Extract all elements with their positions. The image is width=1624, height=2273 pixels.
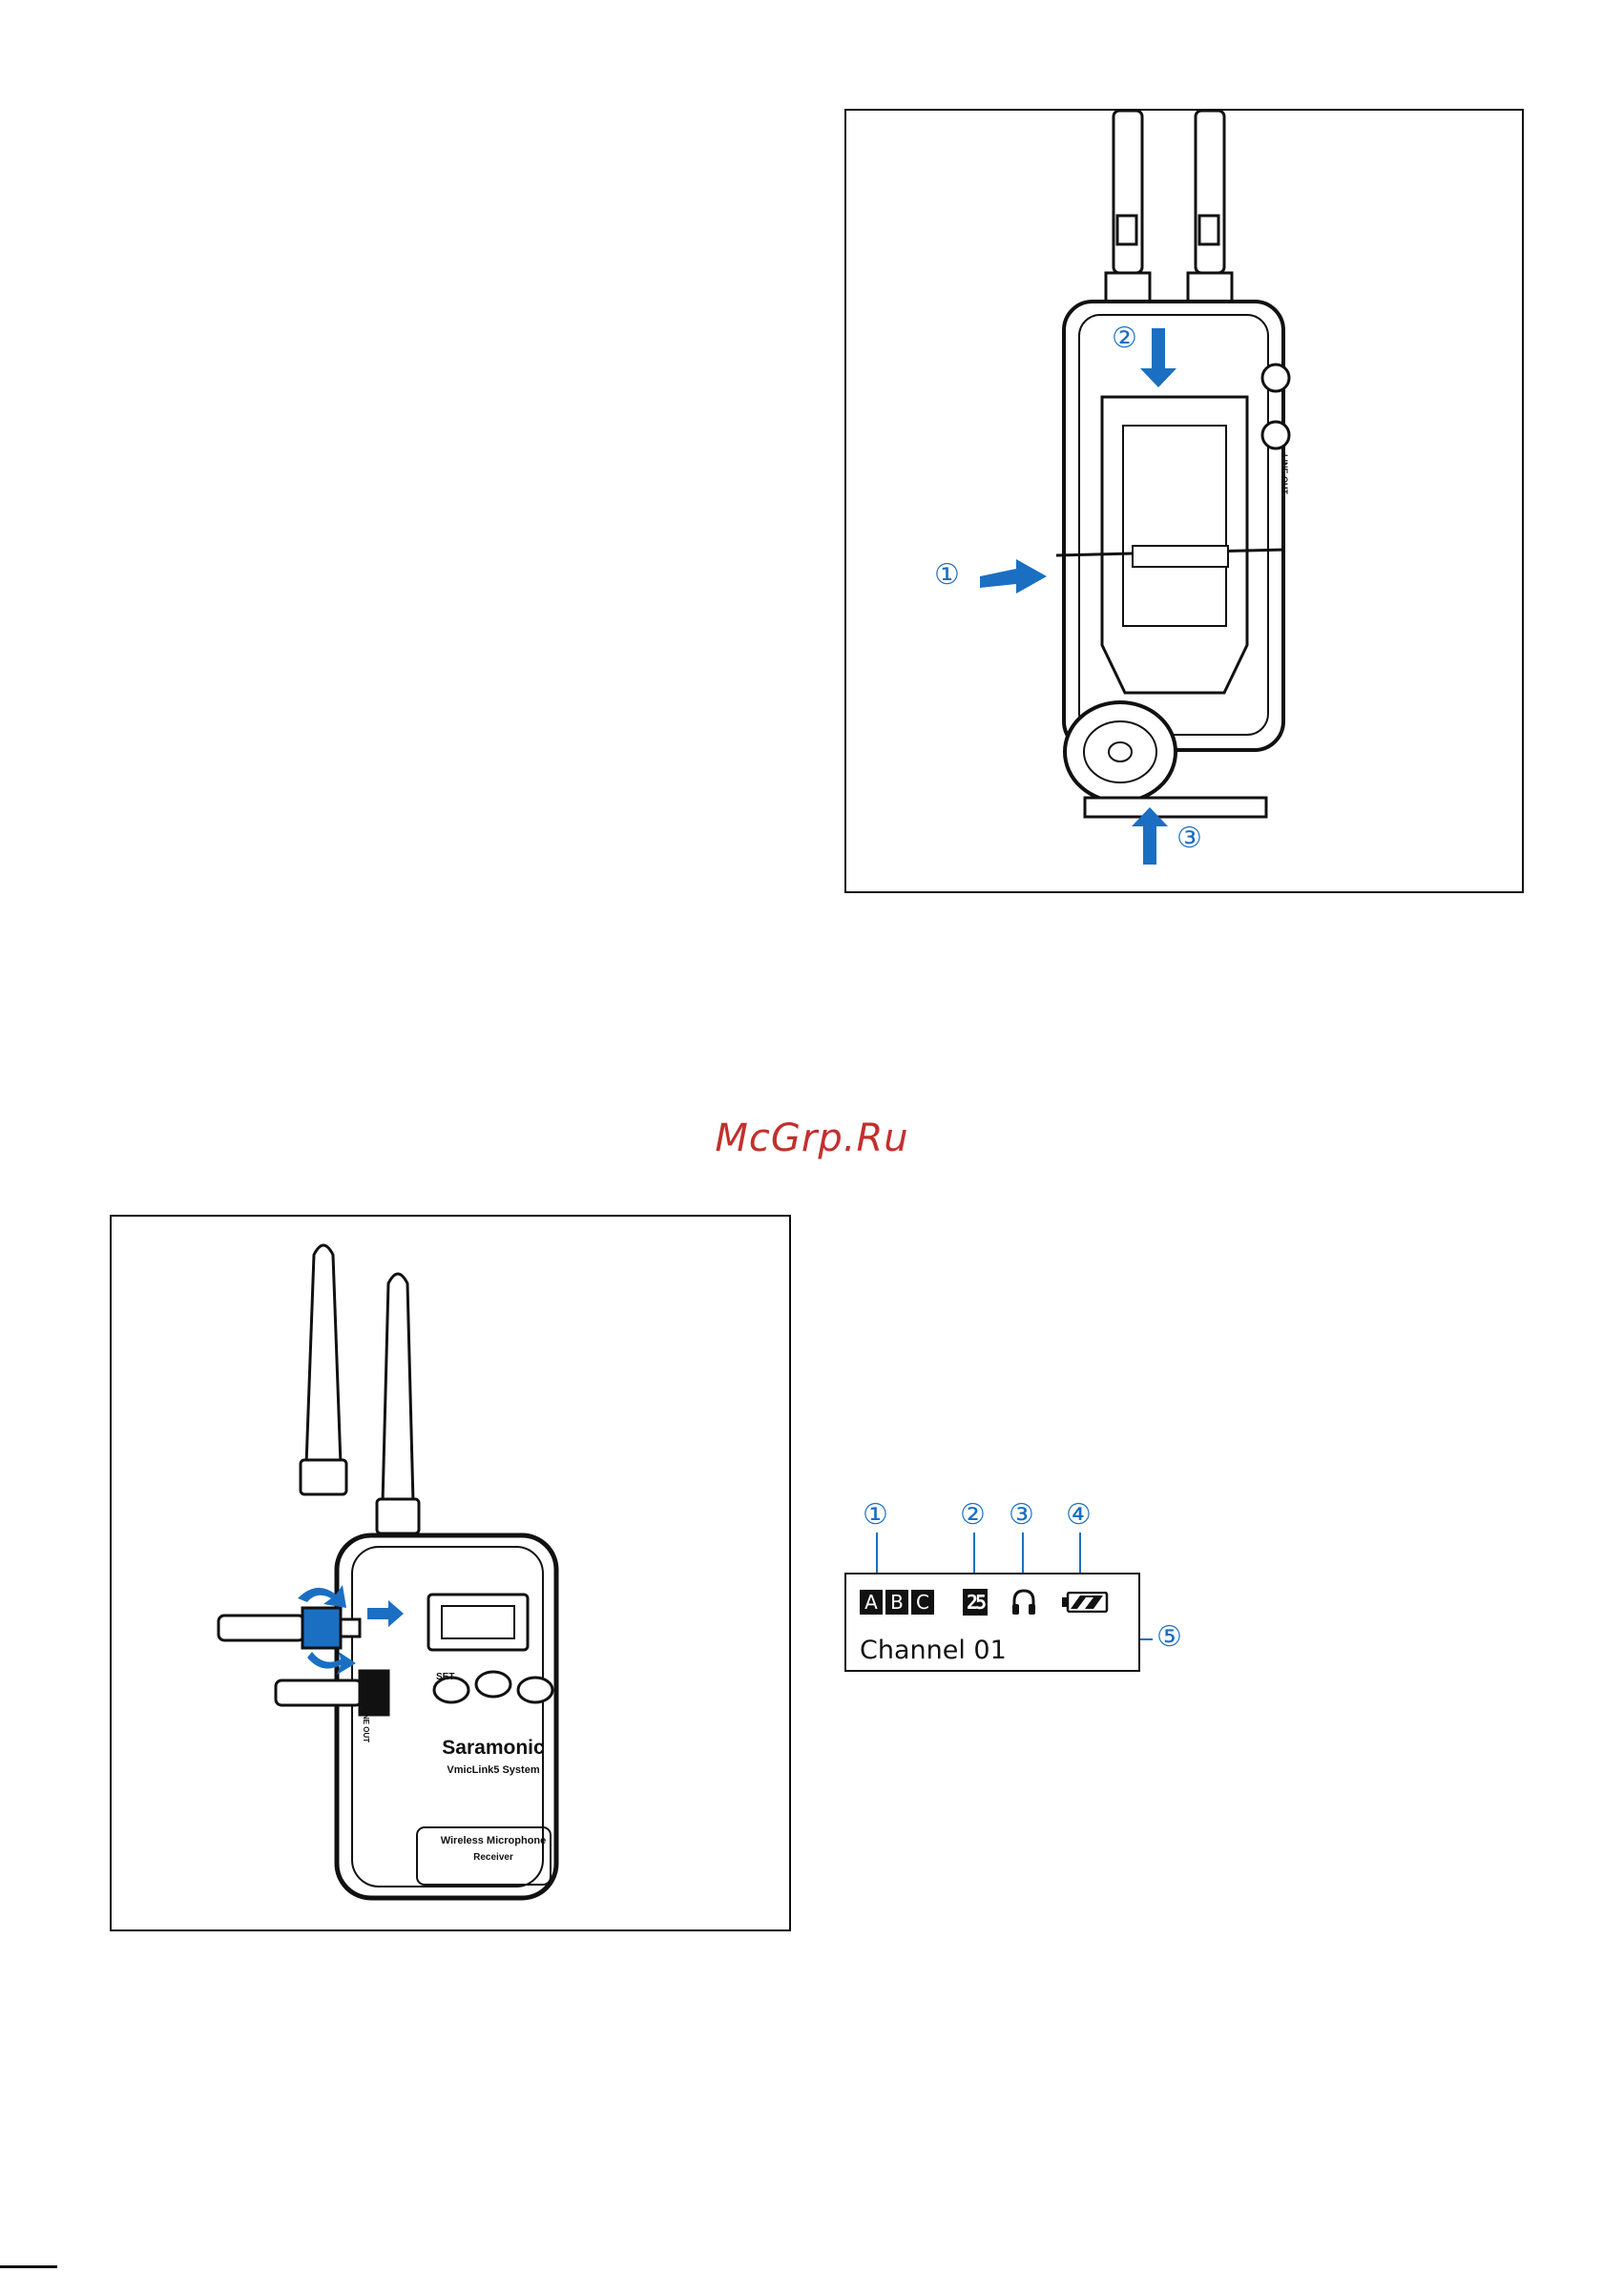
lcd-display: A B C 25 Channel 01 — [844, 1573, 1140, 1672]
lcd-letter-a: A — [860, 1590, 883, 1615]
headphone-icon — [1010, 1588, 1037, 1616]
lcd-group-letters: A B C — [860, 1590, 937, 1615]
lcd-channel-number: 25 — [963, 1589, 988, 1616]
page-rule — [0, 2265, 57, 2268]
battery-icon — [1061, 1592, 1109, 1613]
lcd-channel-text: Channel 01 — [860, 1636, 1007, 1665]
lcd-letter-b: B — [885, 1590, 908, 1615]
lcd-letter-c: C — [911, 1590, 934, 1615]
